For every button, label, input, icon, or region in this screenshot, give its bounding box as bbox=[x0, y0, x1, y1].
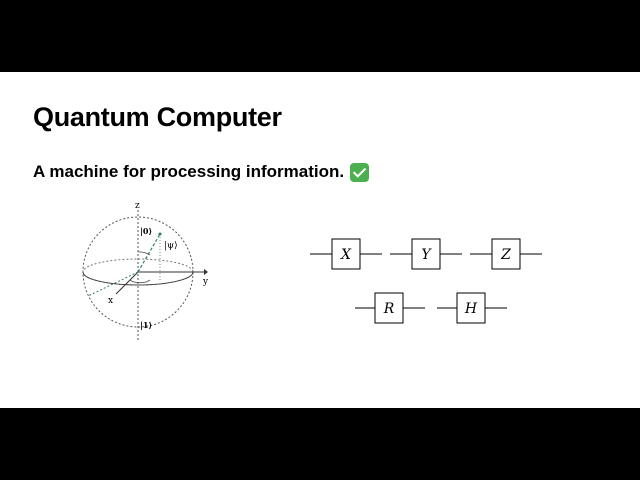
axis-x-label: x bbox=[108, 296, 113, 306]
ket-1-label: |1⟩ bbox=[140, 320, 152, 330]
state-point bbox=[158, 232, 162, 236]
slide-title: Quantum Computer bbox=[33, 102, 282, 132]
slide: Quantum Computer A machine for processin… bbox=[0, 72, 640, 408]
gate-h-symbol: H bbox=[464, 301, 478, 317]
phi-arc bbox=[129, 279, 151, 284]
gate-x-symbol: X bbox=[340, 247, 352, 263]
bloch-sphere-diagram: z y x |0⟩ |1⟩ |ψ⟩ bbox=[82, 202, 209, 340]
gate-z: Z bbox=[470, 238, 542, 270]
subtitle-text: A machine for processing information. bbox=[33, 162, 345, 181]
check-mark-icon bbox=[350, 162, 370, 182]
psi-label: |ψ⟩ bbox=[164, 241, 178, 251]
quantum-gates-diagram: X Y Z R H bbox=[310, 238, 542, 324]
gate-y: Y bbox=[390, 238, 462, 270]
state-vector bbox=[137, 233, 161, 273]
gate-r-symbol: R bbox=[383, 301, 395, 317]
gate-y-symbol: Y bbox=[421, 247, 432, 263]
gate-x: X bbox=[310, 238, 382, 270]
theta-arc bbox=[137, 251, 151, 256]
gate-r: R bbox=[355, 292, 425, 324]
axis-y-label: y bbox=[202, 277, 209, 287]
slide-subtitle: A machine for processing information. bbox=[33, 162, 370, 182]
x-axis bbox=[115, 271, 139, 295]
equator-front bbox=[82, 271, 194, 286]
y-axis-arrow bbox=[204, 269, 208, 275]
gate-z-symbol: Z bbox=[500, 247, 511, 263]
axis-z-label: z bbox=[135, 202, 140, 211]
projection-line bbox=[87, 271, 139, 297]
ket-0-label: |0⟩ bbox=[140, 226, 152, 236]
gate-h: H bbox=[437, 292, 507, 324]
